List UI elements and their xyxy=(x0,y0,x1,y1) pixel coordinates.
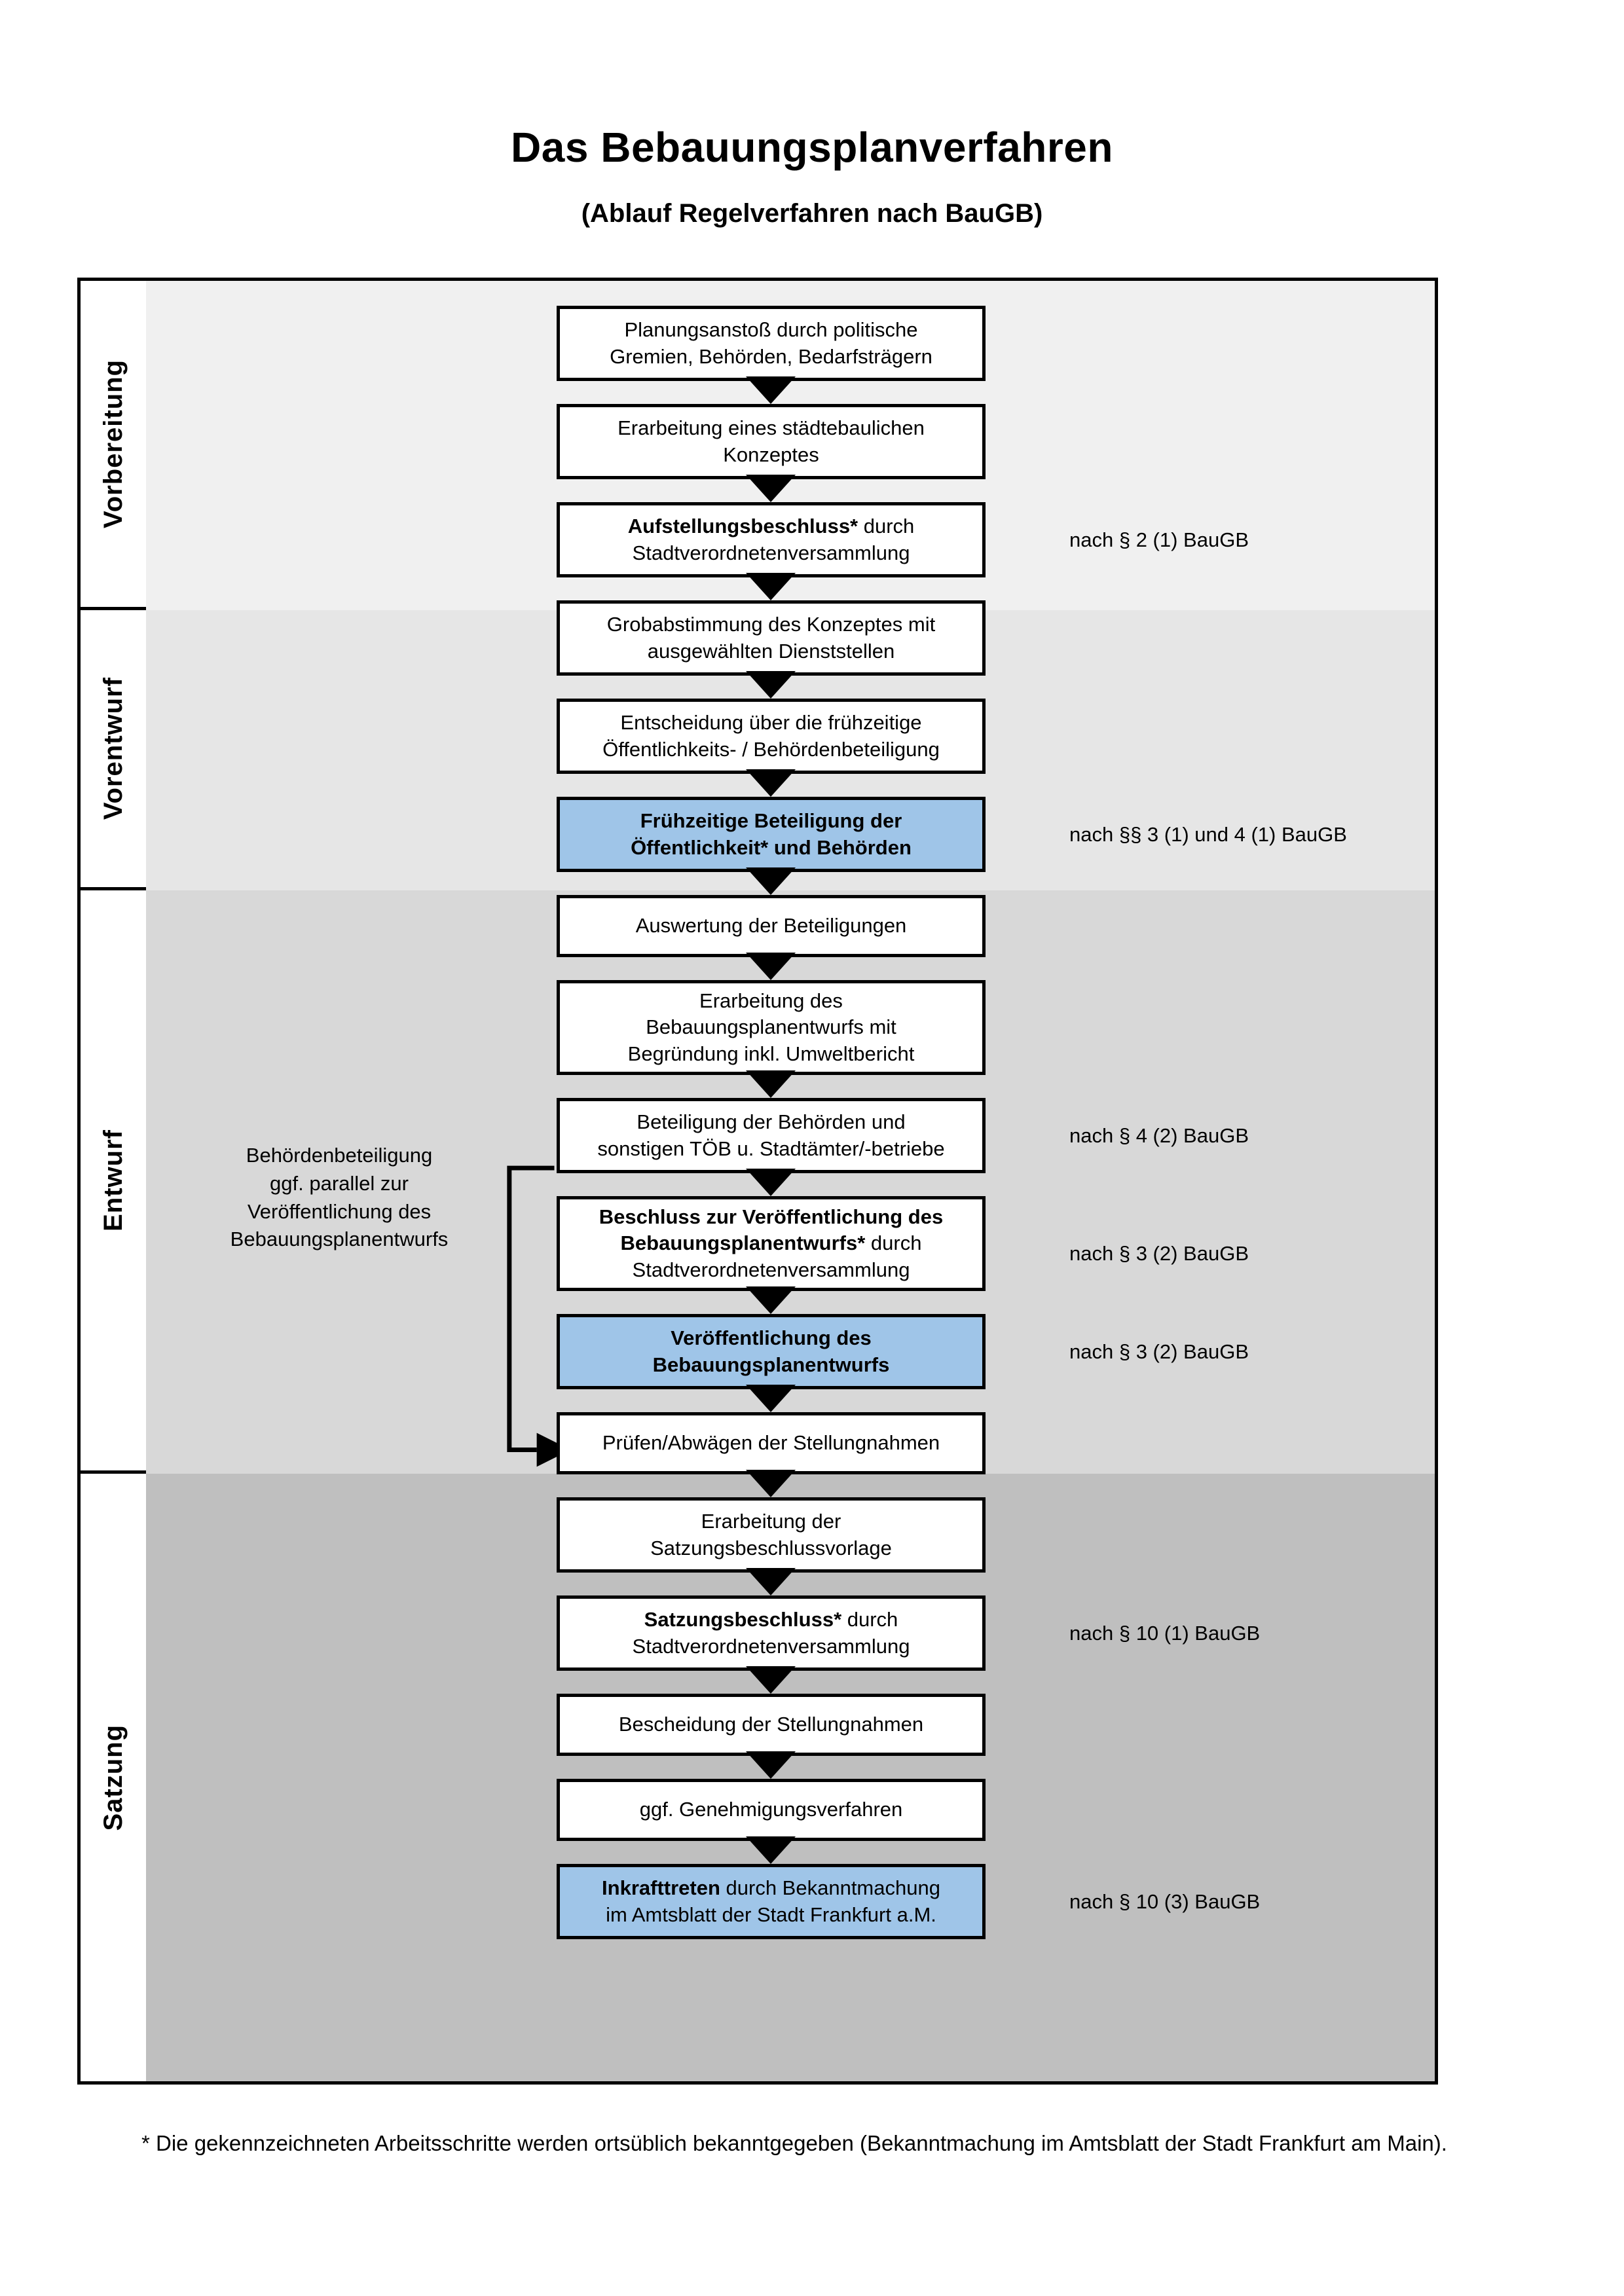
process-box-s8-text: Erarbeitung des Bebauungsplanentwurfs mi… xyxy=(627,989,915,1065)
arrow-s10-s11 xyxy=(746,1286,796,1314)
process-box-s17-text: Inkrafttreten durch Bekanntmachung im Am… xyxy=(602,1876,940,1926)
arrow-s14-s15 xyxy=(746,1666,796,1694)
page-subtitle: (Ablauf Regelverfahren nach BauGB) xyxy=(581,199,1043,228)
arrow-s4-s5 xyxy=(746,671,796,699)
phase-label-vorentwurf: Vorentwurf xyxy=(98,677,128,820)
process-box-s12[interactable]: Prüfen/Abwägen der Stellungnahmen xyxy=(557,1412,986,1474)
arrow-s7-s8 xyxy=(746,953,796,980)
page-title: Das Bebauungsplanverfahren xyxy=(511,124,1113,171)
phase-cell-satzung: Satzung xyxy=(81,1474,146,2081)
process-box-s11-text: Veröffentlichung des Bebauungsplanentwur… xyxy=(652,1326,890,1376)
process-box-s8[interactable]: Erarbeitung des Bebauungsplanentwurfs mi… xyxy=(557,980,986,1075)
legal-ref-r1: nach § 2 (1) BauGB xyxy=(1069,528,1249,551)
arrow-s6-s7 xyxy=(746,867,796,895)
process-box-s10-text: Beschluss zur Veröffentlichung des Bebau… xyxy=(599,1205,944,1281)
process-box-s15-text: Bescheidung der Stellungnahmen xyxy=(618,1713,924,1736)
process-box-s5[interactable]: Entscheidung über die frühzeitige Öffent… xyxy=(557,699,986,774)
process-box-s10[interactable]: Beschluss zur Veröffentlichung des Bebau… xyxy=(557,1196,986,1291)
arrow-s11-s12 xyxy=(746,1385,796,1412)
phase-cell-vorbereitung: Vorbereitung xyxy=(81,281,146,610)
process-box-s5-text: Entscheidung über die frühzeitige Öffent… xyxy=(602,711,940,761)
process-box-s17[interactable]: Inkrafttreten durch Bekanntmachung im Am… xyxy=(557,1864,986,1939)
process-box-s3[interactable]: Aufstellungsbeschluss* durch Stadtverord… xyxy=(557,502,986,577)
legal-ref-r5: nach § 3 (2) BauGB xyxy=(1069,1340,1249,1363)
arrow-s9-s10 xyxy=(746,1169,796,1196)
process-box-s4[interactable]: Grobabstimmung des Konzeptes mit ausgewä… xyxy=(557,600,986,676)
arrow-s2-s3 xyxy=(746,475,796,502)
phase-label-column: Vorbereitung Vorentwurf Entwurf Satzung xyxy=(81,281,146,2081)
process-box-s16-text: ggf. Genehmigungsverfahren xyxy=(639,1798,903,1821)
process-box-s11[interactable]: Veröffentlichung des Bebauungsplanentwur… xyxy=(557,1314,986,1389)
arrow-s12-s13 xyxy=(746,1470,796,1497)
phase-label-satzung: Satzung xyxy=(98,1724,128,1831)
phase-cell-entwurf: Entwurf xyxy=(81,890,146,1474)
side-note-line-1: Behördenbeteiligung xyxy=(246,1144,433,1167)
phase-cell-vorentwurf: Vorentwurf xyxy=(81,610,146,890)
process-box-s2[interactable]: Erarbeitung eines städtebaulichen Konzep… xyxy=(557,404,986,479)
phase-label-vorbereitung: Vorbereitung xyxy=(98,359,128,528)
process-box-s9[interactable]: Beteiligung der Behörden und sonstigen T… xyxy=(557,1098,986,1173)
arrow-s13-s14 xyxy=(746,1568,796,1595)
process-box-s6-text: Frühzeitige Beteiligung der Öffentlichke… xyxy=(631,809,912,859)
process-box-s1-text: Planungsanstoß durch politische Gremien,… xyxy=(610,318,932,368)
arrow-s3-s4 xyxy=(746,573,796,600)
arrow-s8-s9 xyxy=(746,1070,796,1098)
process-box-s13[interactable]: Erarbeitung der Satzungsbeschlussvorlage xyxy=(557,1497,986,1573)
legal-ref-r2: nach §§ 3 (1) und 4 (1) BauGB xyxy=(1069,823,1347,846)
process-box-s2-text: Erarbeitung eines städtebaulichen Konzep… xyxy=(618,416,925,466)
process-box-s6[interactable]: Frühzeitige Beteiligung der Öffentlichke… xyxy=(557,797,986,872)
process-box-s4-text: Grobabstimmung des Konzeptes mit ausgewä… xyxy=(606,613,936,663)
legal-ref-r3: nach § 4 (2) BauGB xyxy=(1069,1124,1249,1147)
page-header: Das Bebauungsplanverfahren (Ablauf Regel… xyxy=(0,0,1624,228)
process-box-s14-text: Satzungsbeschluss* durch Stadtverordnete… xyxy=(632,1608,910,1658)
arrow-s16-s17 xyxy=(746,1836,796,1864)
arrow-s5-s6 xyxy=(746,769,796,797)
process-box-s12-text: Prüfen/Abwägen der Stellungnahmen xyxy=(602,1431,940,1455)
legal-ref-r4: nach § 3 (2) BauGB xyxy=(1069,1242,1249,1265)
footnote: * Die gekennzeichneten Arbeitsschritte w… xyxy=(141,2131,1447,2155)
side-note-behoerdenbeteiligung: Behördenbeteiligung ggf. parallel zur Ve… xyxy=(185,1142,493,1254)
arrow-s1-s2 xyxy=(746,376,796,404)
arrow-s15-s16 xyxy=(746,1751,796,1779)
legal-ref-r6: nach § 10 (1) BauGB xyxy=(1069,1622,1261,1645)
process-box-s1[interactable]: Planungsanstoß durch politische Gremien,… xyxy=(557,306,986,381)
process-box-s7[interactable]: Auswertung der Beteiligungen xyxy=(557,895,986,957)
process-box-s16[interactable]: ggf. Genehmigungsverfahren xyxy=(557,1779,986,1841)
side-note-line-3: Veröffentlichung des xyxy=(247,1199,432,1223)
side-note-line-4: Bebauungsplanentwurfs xyxy=(230,1228,449,1251)
process-box-s7-text: Auswertung der Beteiligungen xyxy=(635,914,907,938)
side-note-line-2: ggf. parallel zur xyxy=(270,1171,409,1195)
process-box-s3-text: Aufstellungsbeschluss* durch Stadtverord… xyxy=(627,515,915,564)
process-box-s14[interactable]: Satzungsbeschluss* durch Stadtverordnete… xyxy=(557,1595,986,1671)
process-box-s9-text: Beteiligung der Behörden und sonstigen T… xyxy=(597,1110,945,1160)
flowchart-frame: Vorbereitung Vorentwurf Entwurf Satzung … xyxy=(77,278,1438,2085)
phase-label-entwurf: Entwurf xyxy=(98,1129,128,1231)
legal-ref-r7: nach § 10 (3) BauGB xyxy=(1069,1890,1261,1913)
process-box-s13-text: Erarbeitung der Satzungsbeschlussvorlage xyxy=(650,1510,892,1559)
process-box-s15[interactable]: Bescheidung der Stellungnahmen xyxy=(557,1694,986,1756)
